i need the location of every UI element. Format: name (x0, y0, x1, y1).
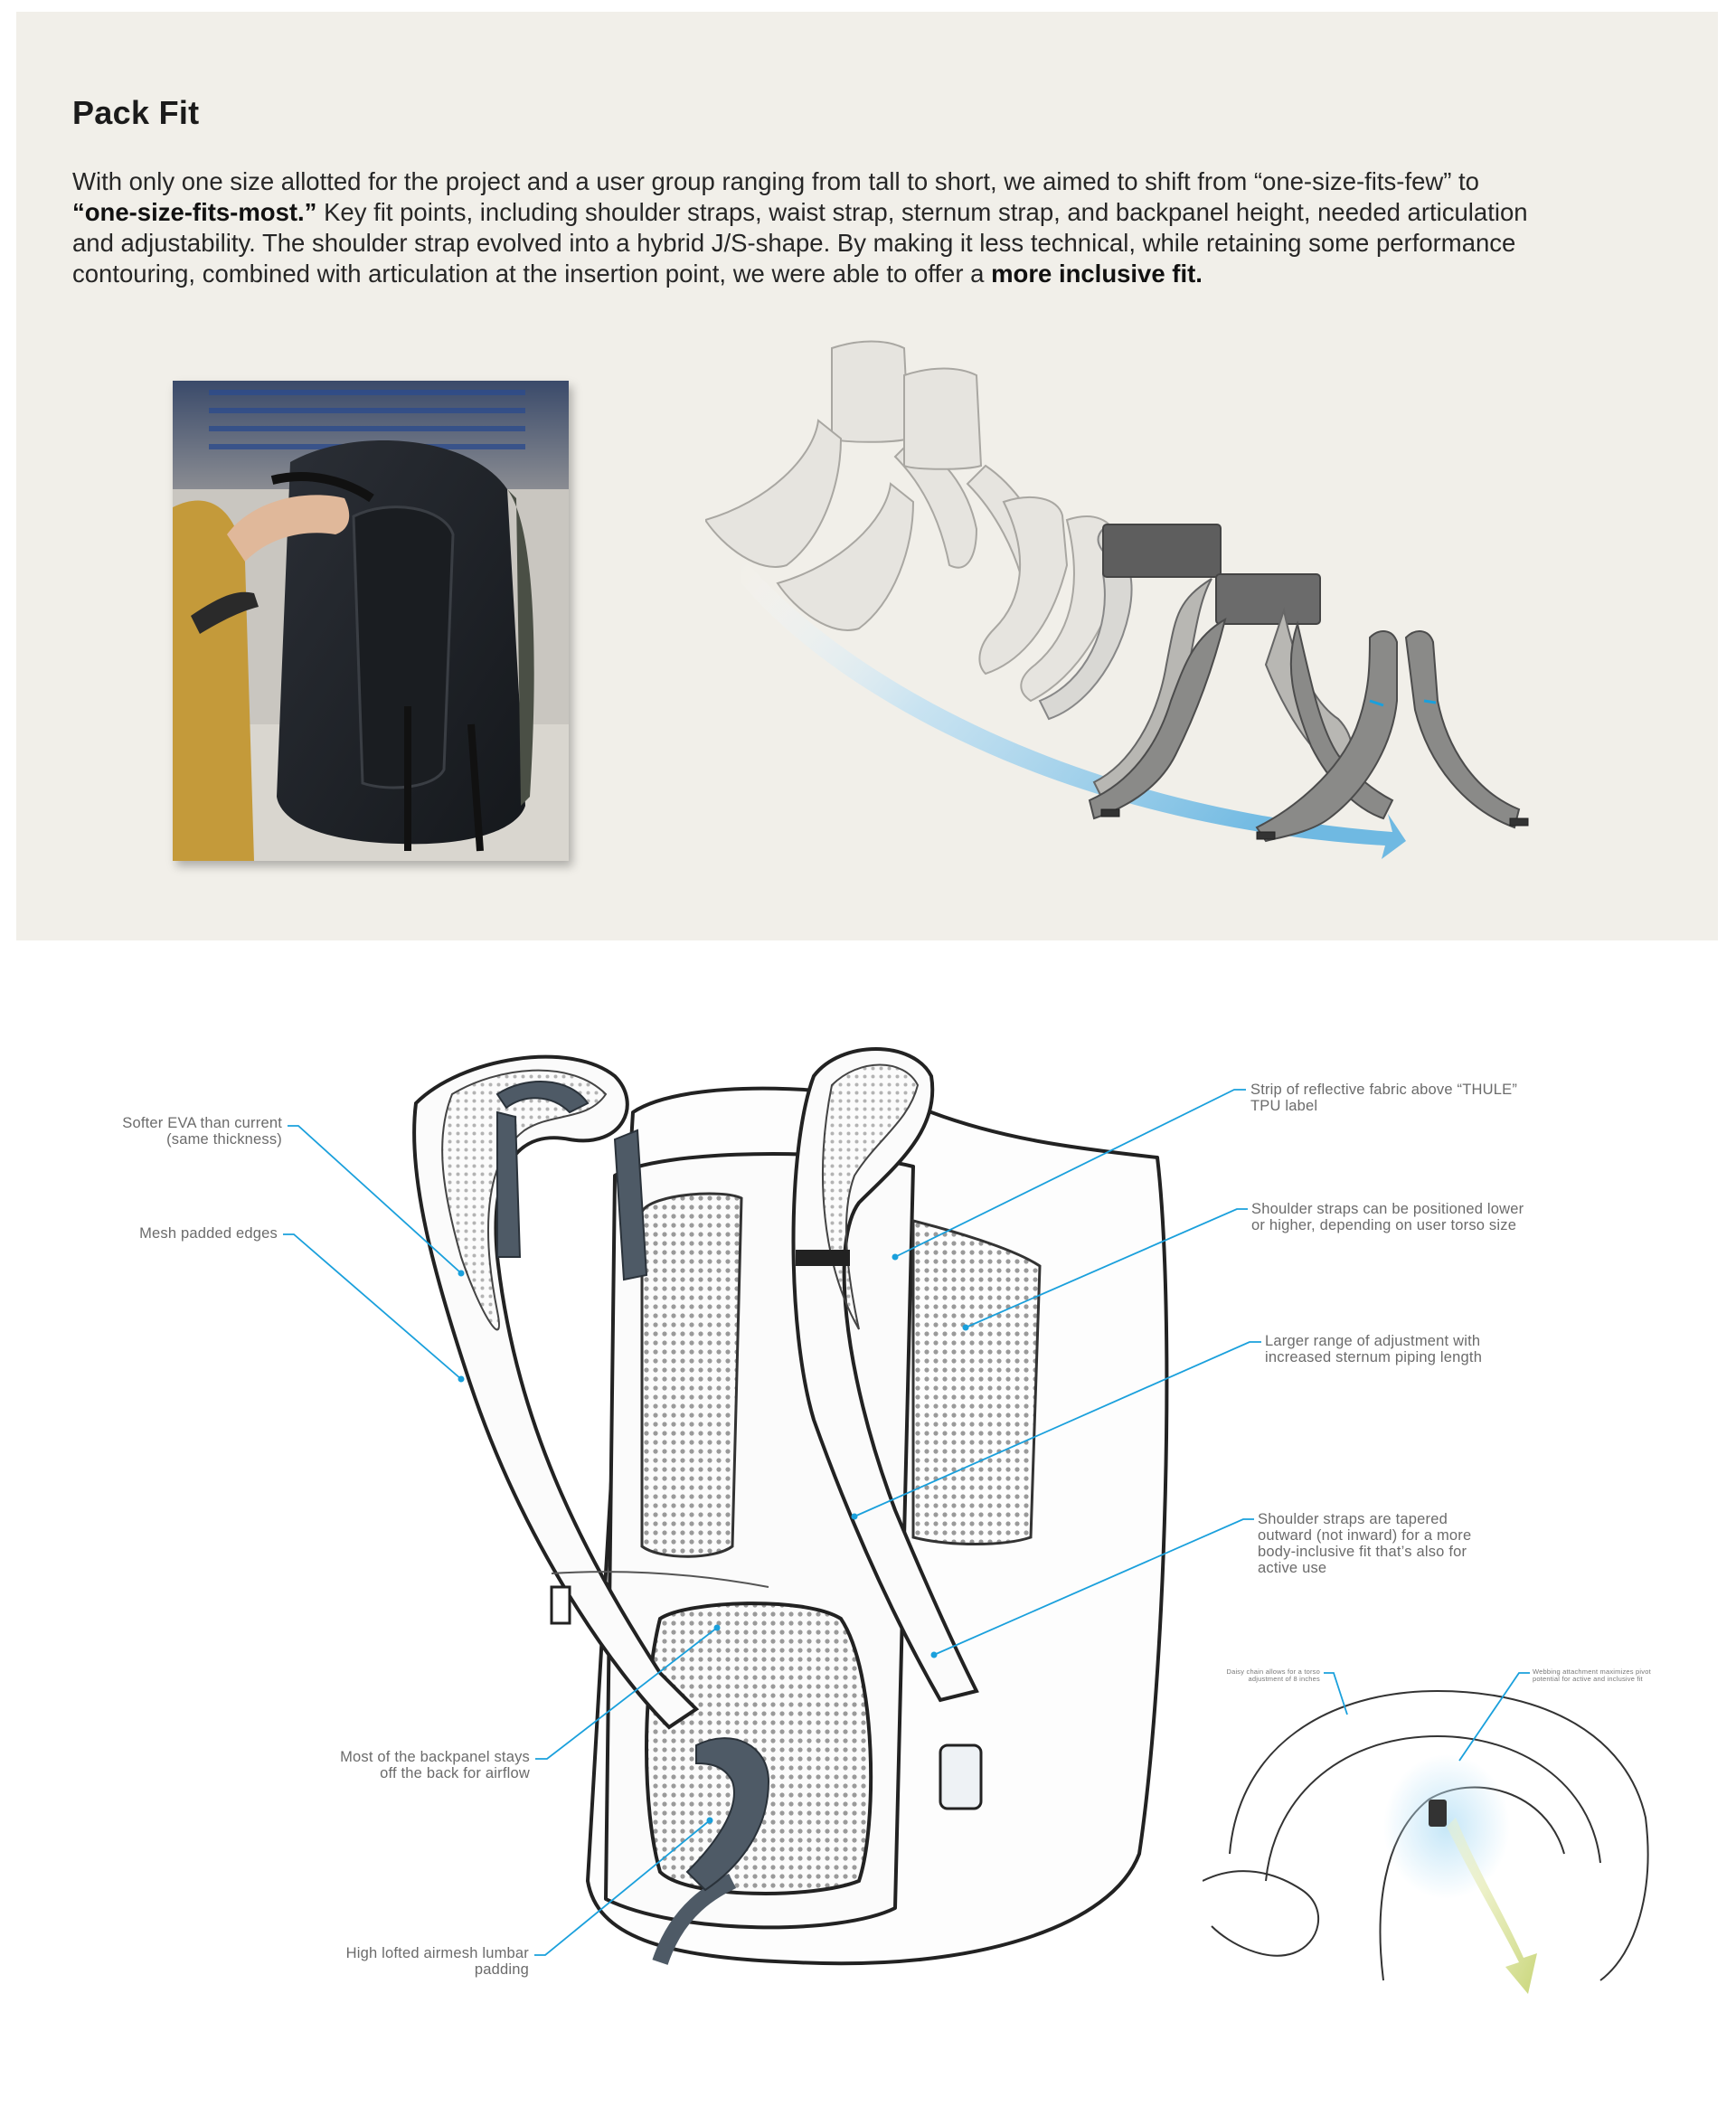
evolution-arrow (741, 556, 1406, 859)
strap-evolution-illustration (705, 340, 1529, 859)
callout-tapered-straps: Shoulder straps are tapered outward (not… (1258, 1511, 1472, 1576)
callout-webbing-attachment: Webbing attachment maximizes pivot poten… (1533, 1668, 1651, 1683)
callout-softer-eva: Softer EVA than current (same thickness) (122, 1115, 282, 1148)
callout-backpanel-airflow: Most of the backpanel stays off the back… (340, 1749, 530, 1781)
callout-lumbar-padding: High lofted airmesh lumbar padding (345, 1945, 529, 1978)
detail-inset-sketch (1203, 1689, 1649, 1994)
callout-daisy-chain: Daisy chain allows for a torso adjustmen… (1226, 1668, 1320, 1683)
para-part-2: Key fit points, including shoulder strap… (72, 198, 1528, 288)
para-part-1: With only one size allotted for the proj… (72, 167, 1479, 195)
prototype-photo (173, 381, 569, 861)
para-bold-2: more inclusive fit. (991, 260, 1203, 288)
callout-strap-position: Shoulder straps can be positioned lower … (1251, 1201, 1524, 1233)
section-description: With only one size allotted for the proj… (72, 166, 1528, 289)
callout-reflective-strip: Strip of reflective fabric above “THULE”… (1250, 1082, 1518, 1114)
callout-mesh-edges: Mesh padded edges (139, 1225, 278, 1242)
callout-sternum-range: Larger range of adjustment with increase… (1265, 1333, 1483, 1365)
section-title: Pack Fit (72, 94, 200, 131)
backpack-sketch (412, 1047, 1169, 1966)
para-bold-1: “one-size-fits-most.” (72, 198, 317, 226)
